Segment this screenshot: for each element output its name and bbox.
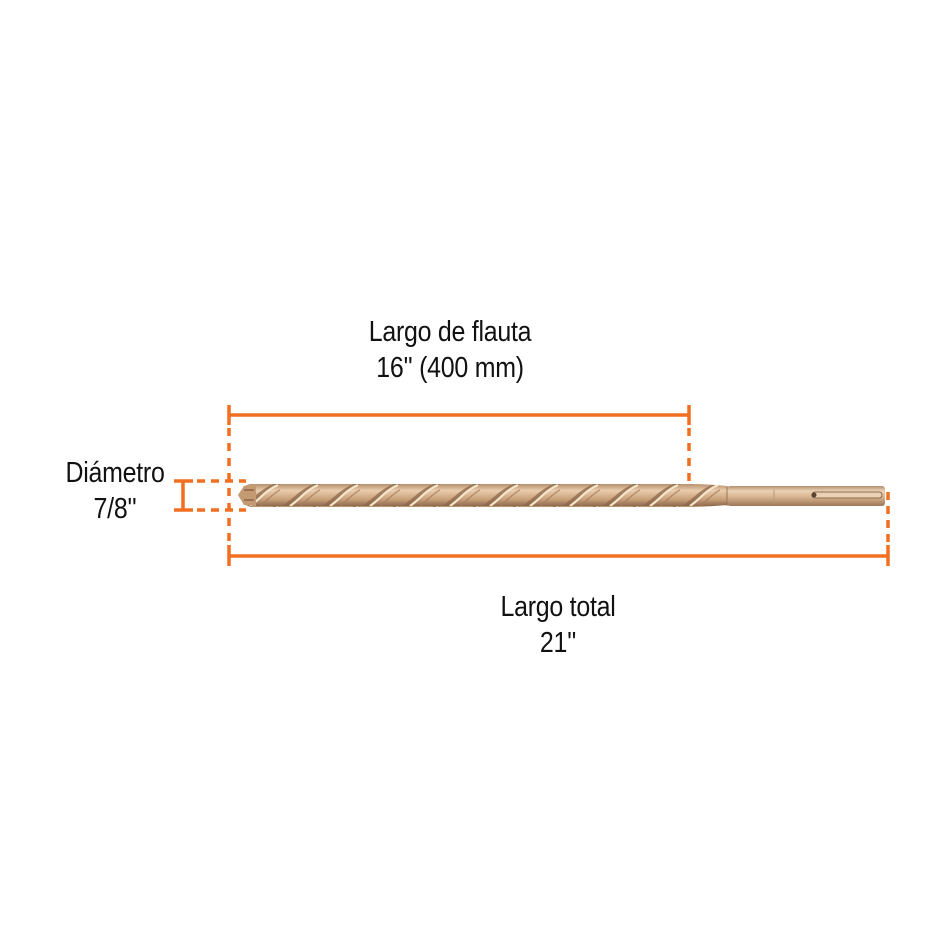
- flute-length-value: 16'': [376, 352, 413, 384]
- flute-length-title: Largo de flauta: [368, 316, 532, 348]
- drill-bit-icon: [238, 484, 885, 507]
- total-length-value: 21'': [539, 627, 577, 659]
- total-length-title: Largo total: [500, 591, 616, 623]
- flute-length-metric: (400 mm): [419, 352, 524, 384]
- flute-length-bracket: [227, 405, 691, 482]
- diameter-title: Diámetro: [65, 457, 165, 489]
- flute-length-value-row: 16'' (400 mm): [321, 350, 579, 386]
- flute-length-label: Largo de flauta 16'' (400 mm): [321, 314, 579, 386]
- diameter-label: Diámetro 7/8'': [42, 455, 188, 527]
- diameter-value: 7/8'': [93, 493, 137, 525]
- total-length-bracket: [227, 492, 890, 566]
- diameter-bracket: [174, 479, 246, 512]
- total-length-label: Largo total 21'': [429, 589, 687, 661]
